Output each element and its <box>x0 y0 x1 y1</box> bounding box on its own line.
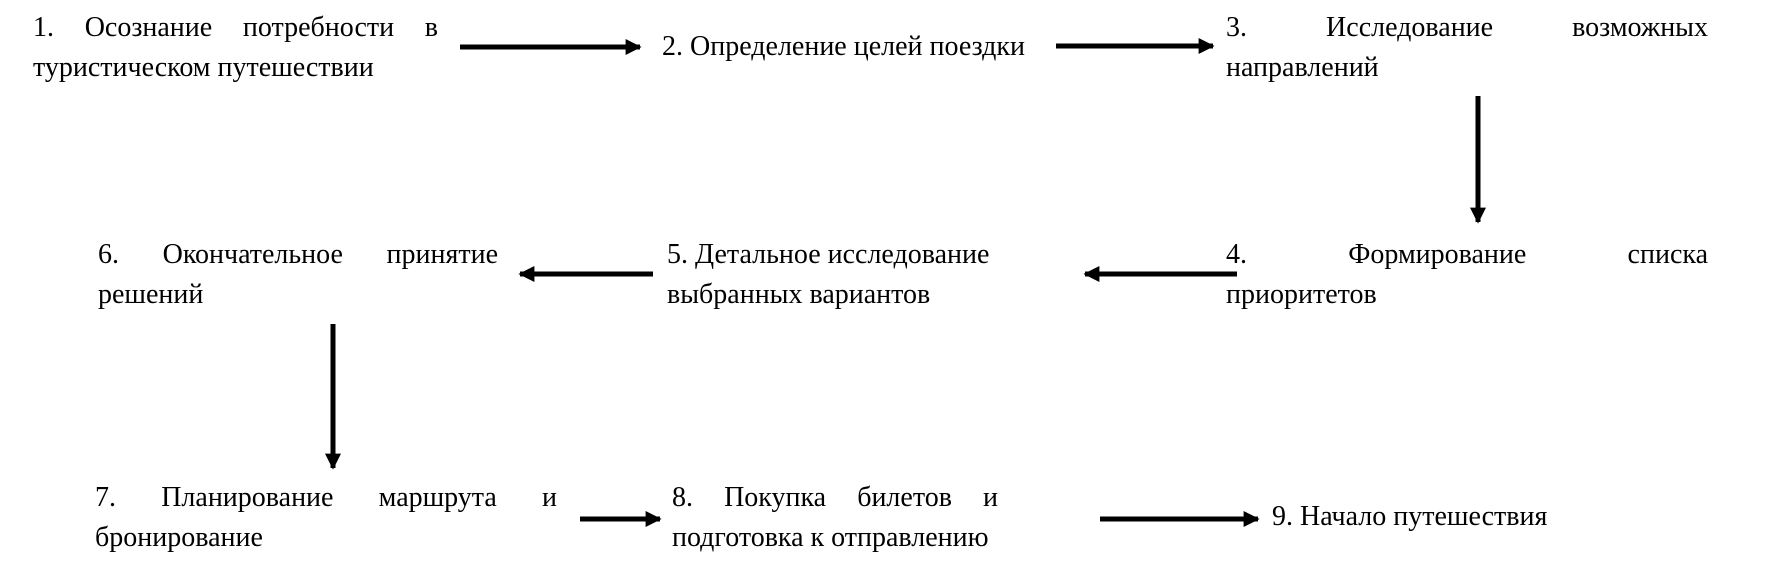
step-5-line-2: выбранных вариантов <box>667 279 931 310</box>
step-8-line-2: подготовка к отправлению <box>672 522 989 553</box>
step-4-line-2: приоритетов <box>1226 279 1377 310</box>
step-2: 2. Определение целей поездки <box>662 27 1025 67</box>
step-6-line-2: решений <box>98 279 204 310</box>
step-1-line-2: туристическом путешествии <box>33 52 374 83</box>
step-7: 7. Планирование маршрута и бронирование <box>95 478 557 558</box>
step-9-line-1: 9. Начало путешествия <box>1272 501 1548 532</box>
step-3: 3. Исследование возможных направлений <box>1226 8 1708 88</box>
step-8-line-1: 8. Покупка билетов и <box>672 482 998 513</box>
step-5: 5. Детальное исследование выбранных вари… <box>667 235 989 315</box>
step-6-line-1: 6. Окончательное принятие <box>98 239 498 270</box>
step-3-line-2: направлений <box>1226 52 1379 83</box>
step-1: 1. Осознание потребности в туристическом… <box>33 8 438 88</box>
step-8: 8. Покупка билетов и подготовка к отправ… <box>672 478 998 558</box>
step-7-line-2: бронирование <box>95 522 263 553</box>
step-5-line-1: 5. Детальное исследование <box>667 239 990 270</box>
step-4: 4. Формирование списка приоритетов <box>1226 235 1708 315</box>
step-3-line-1: 3. Исследование возможных <box>1226 12 1708 43</box>
step-9: 9. Начало путешествия <box>1272 497 1547 537</box>
step-2-line-1: 2. Определение целей поездки <box>662 31 1026 62</box>
step-7-line-1: 7. Планирование маршрута и <box>95 482 557 513</box>
step-4-line-1: 4. Формирование списка <box>1226 239 1708 270</box>
step-6: 6. Окончательное принятие решений <box>98 235 498 315</box>
step-1-line-1: 1. Осознание потребности в <box>33 12 438 43</box>
